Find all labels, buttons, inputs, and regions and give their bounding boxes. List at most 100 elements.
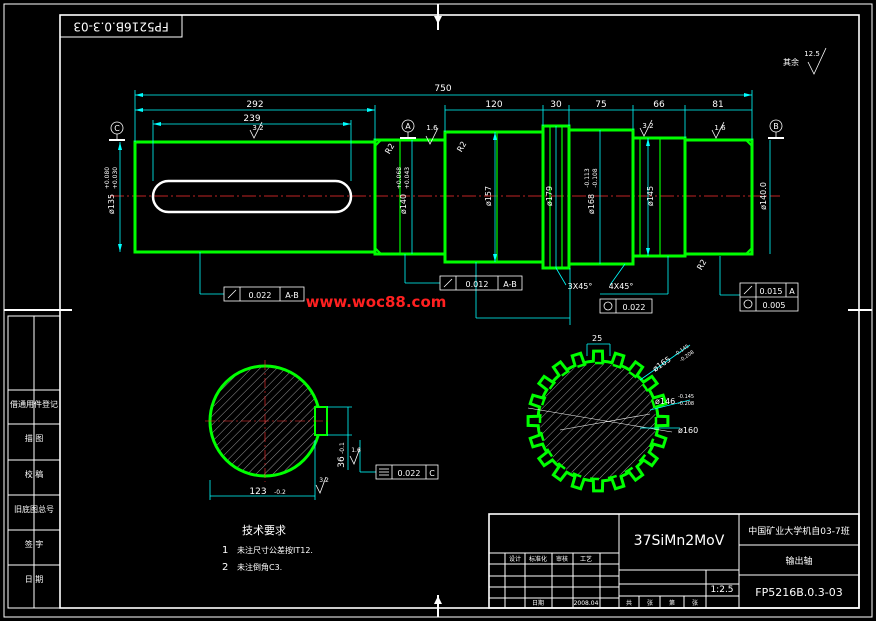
title-school: 中国矿业大学机自03-7班	[748, 525, 849, 537]
svg-text:0.022: 0.022	[623, 303, 646, 312]
fcf-runout-2: 0.012 A-B	[439, 275, 523, 291]
spline-teeth	[526, 349, 670, 493]
dim-dia-135: ø135	[107, 194, 116, 214]
dim-dia-140-left: ø140	[399, 194, 408, 214]
title-sheet-number: 第	[669, 599, 675, 607]
dim-dia-168: ø168	[587, 194, 596, 214]
title-scale: 1:2.5	[710, 585, 733, 595]
dim-239: 239	[243, 114, 260, 124]
watermark-text: www.woc88.com	[306, 293, 447, 311]
tech-req-title: 技术要求	[242, 524, 286, 537]
title-cell-standard: 标准化	[529, 555, 547, 563]
title-block: 37SiMn2MoV 中国矿业大学机自03-7班 输出轴 1:2.5 FP521…	[488, 513, 860, 609]
dim-r2-a: R2	[383, 142, 396, 156]
svg-text:B: B	[773, 122, 779, 131]
svg-text:C: C	[114, 124, 120, 133]
dim-section-width: 123	[249, 487, 266, 497]
dim-dia-145: ø145	[646, 186, 655, 206]
sheet-frame	[3, 3, 873, 618]
dim-spline-root: ø146	[655, 397, 675, 406]
dim-dia-179: ø179	[545, 186, 554, 206]
svg-text:A-B: A-B	[503, 280, 516, 289]
shaft-main-view: 750 292 239 120 30 75 66 81 ø135 +0.080 …	[104, 47, 827, 325]
strip-label-date: 日 期	[25, 575, 44, 584]
spline-tooth-profile	[526, 349, 670, 493]
svg-text:A: A	[789, 287, 795, 296]
rotated-drawing-number-text: FP5216B.0.3-03	[73, 20, 168, 34]
strip-label-old-number: 旧底图总号	[14, 504, 54, 514]
roughness-12-5: 12.5	[804, 50, 820, 58]
title-part-name: 输出轴	[785, 555, 812, 567]
dim-spline-outer: ø165	[651, 355, 673, 374]
title-cell-review: 审核	[556, 555, 568, 563]
strip-label-signature: 签 字	[25, 539, 44, 549]
keyway-slot	[151, 179, 353, 214]
svg-text:0.005: 0.005	[763, 301, 786, 310]
roughness-section-b: 3.2	[319, 477, 329, 484]
title-drawing-number: FP5216B.0.3-03	[755, 586, 842, 599]
left-registration-strip: 借通用件登记 描 图 校 稿 旧底图总号 签 字 日 期	[7, 315, 61, 609]
dim-r2-c: R2	[695, 258, 708, 272]
fcf-roundness: 0.022	[599, 298, 653, 314]
dim-292: 292	[246, 100, 263, 110]
dim-dia-140-left-tol-upper: +0.068	[396, 167, 403, 189]
title-cell-process: 工艺	[580, 555, 592, 563]
strip-label-tracing: 描 图	[25, 433, 44, 443]
dim-spline-pitch: ø160	[678, 426, 698, 435]
svg-text:0.022: 0.022	[398, 469, 421, 478]
dim-dia-168-tol-lower: -0.108	[592, 168, 599, 188]
dim-dia-135-tol-upper: +0.080	[104, 167, 111, 189]
dim-dia-168-tol-upper: -0.113	[584, 168, 591, 188]
dim-81: 81	[712, 100, 723, 110]
dim-overall-length: 750	[434, 84, 451, 94]
datum-a: A	[400, 119, 416, 139]
dim-chamfer-4x45: 4X45°	[609, 282, 634, 291]
title-cell-date-label: 日期	[532, 599, 544, 607]
tech-req-item1-num: 1	[222, 545, 228, 556]
fcf-symmetry: 0.022 C	[375, 464, 439, 480]
title-cell-date: 2008.04	[574, 600, 599, 607]
dim-66: 66	[653, 100, 665, 110]
dim-section-depth: 36	[337, 456, 347, 468]
technical-requirements: 技术要求 1 未注尺寸公差按IT12. 2 未注倒角C3.	[222, 524, 313, 573]
strip-label-registration: 借通用件登记	[10, 399, 58, 409]
datum-c: C	[109, 121, 125, 141]
spline-section-view: 25 ø165 -0.145 -0.208 ø146 -0.145 -0.208…	[526, 334, 698, 493]
dim-r2-b: R2	[455, 140, 468, 154]
title-sheet-total: 共	[626, 599, 632, 607]
svg-text:0.015: 0.015	[760, 287, 783, 296]
roughness-other-label: 其余	[783, 57, 799, 67]
keyway-section-view: 123 -0.2 36 -0.1 1.6 3.2 0.022 C	[205, 360, 439, 500]
title-cell-design: 设计	[509, 555, 521, 563]
dim-section-depth-tol: -0.1	[339, 442, 346, 454]
dim-spline-tooth: 25	[592, 334, 602, 343]
dim-spline-root-tol-lower: -0.208	[678, 401, 694, 407]
svg-text:C: C	[429, 469, 435, 478]
title-material: 37SiMn2MoV	[634, 533, 725, 549]
dim-75: 75	[595, 100, 606, 110]
tech-req-item1-text: 未注尺寸公差按IT12.	[237, 545, 313, 555]
roughness-1-6-b: 1.6	[714, 124, 726, 132]
dim-section-width-tol: -0.2	[274, 489, 286, 496]
title-sheet-number-unit: 张	[692, 599, 698, 607]
dim-dia-157: ø157	[484, 186, 493, 206]
dim-dia-135-tol-lower: +0.030	[112, 167, 119, 189]
dim-dia-140-right: ø140.0	[759, 182, 768, 210]
svg-text:A-B: A-B	[285, 291, 298, 300]
rotated-drawing-number: FP5216B.0.3-03	[59, 14, 183, 38]
datum-b: B	[768, 119, 784, 139]
tech-req-item2-text: 未注倒角C3.	[237, 562, 282, 572]
dim-30: 30	[550, 100, 562, 110]
title-sheet-total-unit: 张	[647, 599, 653, 607]
strip-label-checking: 校 稿	[25, 469, 44, 479]
fcf-runout-3: 0.015 A 0.005	[739, 282, 799, 312]
svg-text:0.012: 0.012	[466, 280, 489, 289]
roughness-3-2-a: 3.2	[252, 124, 263, 132]
roughness-1-6-a: 1.6	[426, 124, 438, 132]
fcf-runout-1: 0.022 A-B	[223, 286, 305, 302]
svg-text:0.022: 0.022	[249, 291, 272, 300]
roughness-section-a: 1.6	[351, 447, 361, 454]
dim-dia-140-left-tol-lower: +0.043	[404, 167, 411, 189]
dim-120: 120	[485, 100, 502, 110]
